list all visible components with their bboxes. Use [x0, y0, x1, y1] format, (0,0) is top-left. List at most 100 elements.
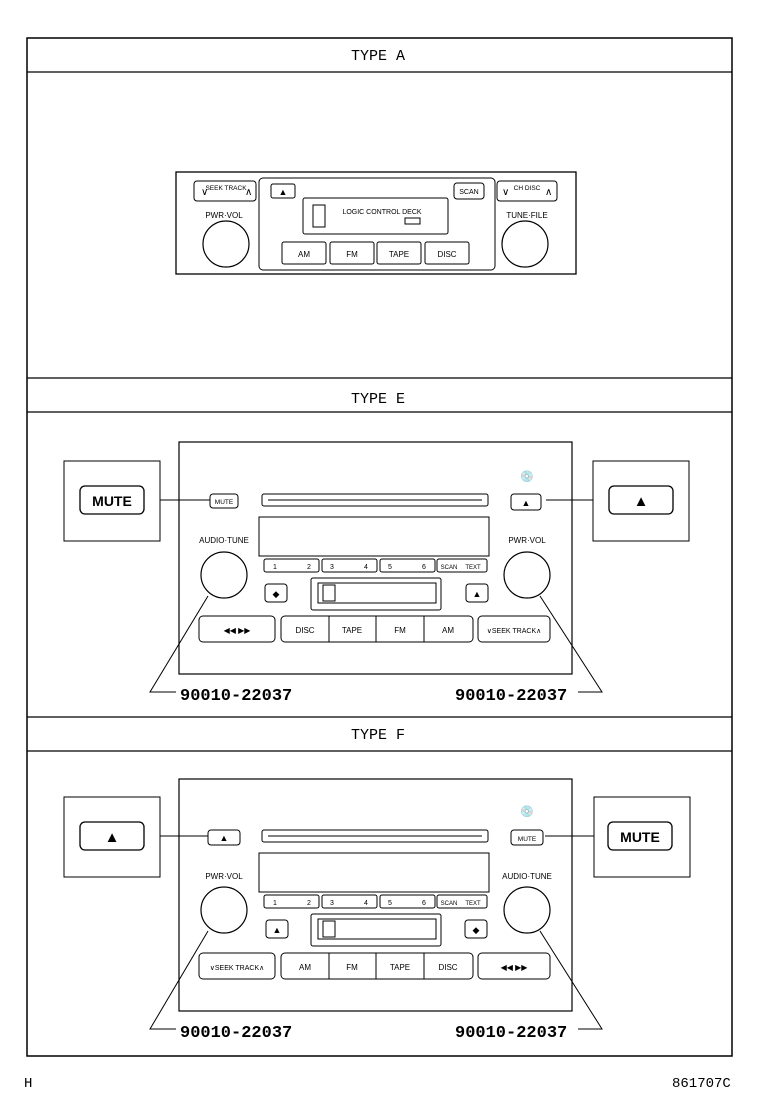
- eject-icon: ▲: [273, 925, 282, 935]
- preset-label: 5: [388, 564, 392, 571]
- pwr-vol-label: PWR·VOL: [205, 211, 243, 220]
- tape-slot: [310, 577, 442, 611]
- callout-box-left: [63, 796, 161, 878]
- callout-eject-icon: ▲: [105, 829, 120, 846]
- lcd-display: [258, 852, 490, 893]
- callout-eject-button: [608, 485, 674, 515]
- am-label: AM: [442, 626, 454, 635]
- preset-5-6: [379, 894, 436, 909]
- audio-tune-knob: [503, 886, 551, 934]
- radio-type-a: ∨ SEEK TRACK ∧ PWR·VOL ▲ LOGIC CONTROL D…: [175, 171, 577, 275]
- radio-faceplate: [178, 441, 573, 675]
- part-number-right: 90010-22037: [455, 687, 567, 706]
- callout-mute-label: MUTE: [620, 829, 660, 845]
- audio-tune-label: AUDIO·TUNE: [199, 536, 249, 545]
- pwr-vol-label: PWR·VOL: [508, 536, 546, 545]
- rew-ff-button: [198, 615, 276, 643]
- leader-line: [539, 595, 603, 693]
- scan-label: SCAN: [459, 189, 478, 196]
- tape-door: [317, 918, 437, 940]
- callout-eject-icon: ▲: [634, 493, 649, 510]
- callout-box-right: [592, 460, 690, 542]
- radio-faceplate: [178, 778, 573, 1012]
- footer-left-code: H: [24, 1076, 33, 1092]
- tape-eject-button: [465, 583, 489, 603]
- cd-slot: [261, 829, 489, 843]
- scan-label: SCAN: [441, 565, 458, 571]
- display-label: LOGIC CONTROL DECK: [342, 209, 421, 216]
- direction-icon: ◆: [473, 925, 480, 935]
- scan-label: SCAN: [441, 901, 458, 907]
- text-label: TEXT: [465, 565, 481, 571]
- eject-icon: ▲: [522, 498, 531, 508]
- rew-ff-button: [477, 952, 551, 980]
- source-button-group: [280, 952, 474, 980]
- direction-button: [464, 919, 488, 939]
- preset-1-2: [263, 894, 320, 909]
- callout-eject-button: [79, 821, 145, 851]
- preset-label: 6: [422, 900, 426, 907]
- outer-frame: [26, 37, 733, 1057]
- part-number-right: 90010-22037: [455, 1024, 567, 1043]
- mute-button: [209, 493, 239, 509]
- eject-icon: ▲: [220, 833, 229, 843]
- ch-disc-label: CH DISC: [514, 185, 541, 192]
- center-panel: [258, 177, 496, 271]
- callout-box-right: [593, 796, 691, 878]
- mute-button: [510, 829, 544, 846]
- fm-button: [329, 241, 375, 265]
- tape-label: TAPE: [389, 250, 409, 259]
- callout-mute-button: [607, 821, 673, 851]
- tape-eject-button: [265, 919, 289, 939]
- scan-button: [453, 182, 485, 200]
- preset-label: 1: [273, 564, 277, 571]
- part-number-left: 90010-22037: [180, 687, 292, 706]
- eject-button: [510, 493, 542, 511]
- pwr-vol-knob: [200, 886, 248, 934]
- cd-slot: [261, 493, 489, 507]
- pwr-vol-knob: [202, 220, 250, 268]
- eject-button: [207, 829, 241, 846]
- preset-label: 1: [273, 900, 277, 907]
- fm-label: FM: [346, 963, 358, 972]
- eject-button: [270, 183, 296, 199]
- tape-window: [322, 584, 336, 602]
- pwr-vol-label: PWR·VOL: [205, 872, 243, 881]
- callout-box-left: [63, 460, 161, 542]
- fm-label: FM: [394, 626, 406, 635]
- preset-label: 2: [307, 564, 311, 571]
- indicator-icon: [404, 217, 421, 225]
- eject-icon: ▲: [473, 589, 482, 599]
- seek-track-label: SEEK TRACK: [205, 185, 247, 192]
- ch-disc-rocker: [496, 180, 558, 202]
- audio-tune-label: AUDIO·TUNE: [502, 872, 552, 881]
- seek-track-button: [477, 615, 551, 643]
- radio-faceplate: [175, 171, 577, 275]
- pwr-vol-knob: [503, 551, 551, 599]
- tape-window: [322, 920, 336, 938]
- source-button-group: [280, 615, 474, 643]
- section-title-type-e: TYPE E: [351, 391, 405, 408]
- rew-ff-label: ◀◀ ▶▶: [224, 626, 252, 635]
- callout-mute-button: [79, 485, 145, 515]
- cd-logo-icon: 💿: [520, 470, 534, 483]
- direction-button: [264, 583, 288, 603]
- preset-1-2: [263, 558, 320, 573]
- eject-icon: ▲: [279, 187, 288, 197]
- am-button: [281, 241, 327, 265]
- scan-text-button: [436, 894, 488, 909]
- up-arrow-icon: ∧: [545, 187, 552, 198]
- seek-track-label: ∨SEEK TRACK∧: [210, 965, 264, 972]
- part-number-left: 90010-22037: [180, 1024, 292, 1043]
- am-label: AM: [298, 250, 310, 259]
- seek-track-button: [198, 952, 276, 980]
- seek-track-label: ∨SEEK TRACK∧: [487, 628, 541, 635]
- lcd-display: [258, 516, 490, 557]
- am-label: AM: [299, 963, 311, 972]
- section-title-type-a: TYPE A: [351, 48, 405, 65]
- tape-label: TAPE: [390, 963, 410, 972]
- tape-door: [317, 582, 437, 604]
- leader-line: [149, 930, 209, 1030]
- preset-label: 3: [330, 900, 334, 907]
